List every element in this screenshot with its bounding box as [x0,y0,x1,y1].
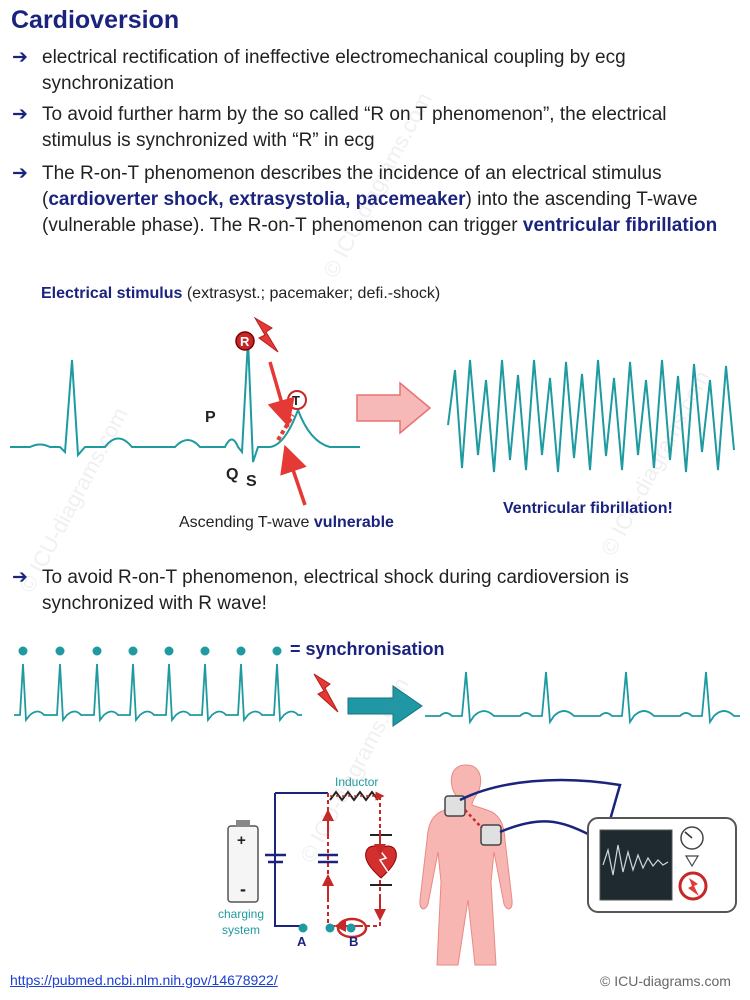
defibrillator-circuit: + - charging system Inductor [218,775,397,949]
t-wave-caption-bold: vulnerable [313,514,394,531]
battery-plus: + [237,832,246,849]
page-title: Cardioversion [11,6,180,34]
teal-arrow-right-icon [347,685,423,727]
r-label: R [240,334,250,349]
stimulus-label-rest: (extrasyst.; pacemaker; defi.-shock) [182,285,441,302]
bullet-4: ➔ To avoid R-on-T phenomenon, electrical… [12,565,732,617]
ascending-t-dashed [276,413,295,442]
inductor-coil [329,790,379,802]
lightning-bolt-icon [253,316,279,353]
vulnerable-arrow-up [280,444,307,506]
arrow-right-icon: ➔ [12,163,28,184]
inductor-label: Inductor [335,775,378,789]
bullet-1: ➔ electrical rectification of ineffectiv… [12,45,732,97]
synchronisation-label: = synchronisation [290,639,445,659]
t-wave-marker: T [287,390,307,410]
stimulus-label: Electrical stimulus (extrasyst.; pacemak… [41,285,440,303]
bullet-2: ➔ To avoid further harm by the so called… [12,102,732,154]
switch-b-label: B [349,934,358,949]
q-wave-label: Q [226,466,238,483]
bullet-3-part-1: The R-on-T phenomenon describes the inci… [42,163,662,210]
stimulus-arrow-down [267,361,295,428]
bullet-3: ➔ The R-on-T phenomenon describes the in… [12,161,732,239]
ecg-labels: P Q S [205,409,257,490]
bullet-4-text: To avoid R-on-T phenomenon, electrical s… [42,567,629,614]
charging-label-1: charging [218,907,264,921]
defibrillator-device [587,817,737,913]
bullet-3-bold-2: ventricular fibrillation [522,215,718,236]
bullet-3-text: The R-on-T phenomenon describes the inci… [42,161,732,239]
triangle-icon [684,855,700,868]
copyright-text: © ICU-diagrams.com [600,973,731,989]
battery-minus: - [240,879,246,899]
sync-lightning-bolt-icon [313,673,339,713]
t-wave-caption-pre: Ascending T-wave [179,514,314,531]
monitor-screen [599,829,673,901]
switch-a-label: A [297,934,307,949]
t-wave-caption: Ascending T-wave vulnerable [179,514,394,532]
sync-dots [18,646,282,656]
r-peak-marker: R [235,331,255,351]
bullet-3-bold-1: cardioverter shock, extrasystolia, pacem… [48,189,466,210]
bullet-1-text: electrical rectification of ineffective … [42,47,626,94]
stimulus-label-bold: Electrical stimulus [41,285,183,302]
arrow-right-icon: ➔ [12,104,28,125]
bullet-2-text: To avoid further harm by the so called “… [42,104,667,151]
sync-ecg-strip [14,663,302,723]
pink-arrow-right-icon [356,381,432,435]
charging-label-2: system [222,923,260,937]
s-wave-label: S [246,473,257,490]
bullet-3-part-2: ) into the ascending T-wave (vulnerable … [42,189,698,236]
p-wave-label: P [205,409,216,426]
source-link[interactable]: https://pubmed.ncbi.nlm.nih.gov/14678922… [10,972,278,988]
patient-body-icon [419,764,513,966]
ecg-r-on-t [10,339,360,463]
sinus-ecg-strip [425,671,740,725]
arrow-right-icon: ➔ [12,47,28,68]
vf-label: Ventricular fibrillation! [503,500,673,517]
vf-waveform [447,359,735,473]
t-label: T [292,393,300,408]
arrow-right-icon: ➔ [12,567,28,588]
